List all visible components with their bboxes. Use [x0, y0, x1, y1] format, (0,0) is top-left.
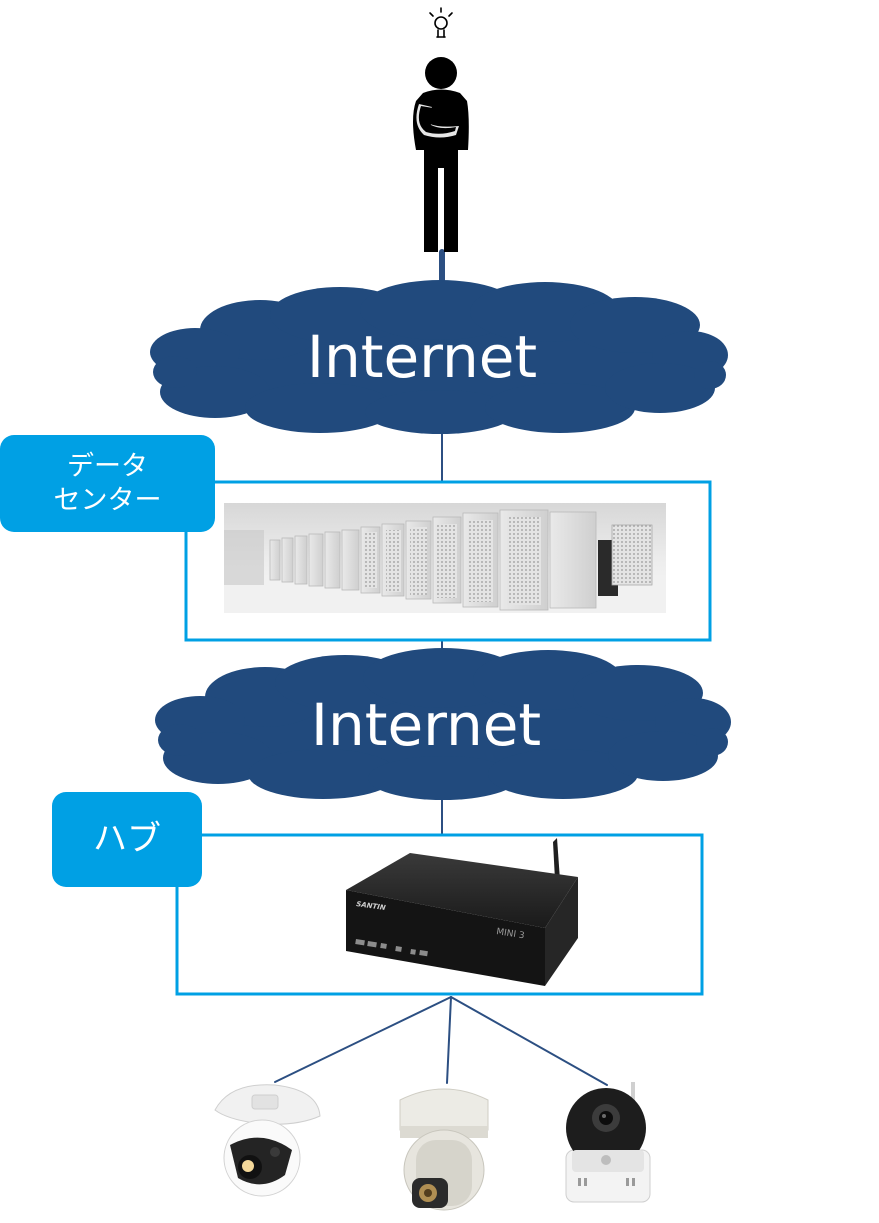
datacenter-label: データ センター: [0, 435, 215, 532]
internet-cloud-top: Internet: [150, 280, 728, 434]
ptz-camera: [399, 1088, 489, 1211]
lightbulb-icon: [429, 7, 453, 38]
hub-frame: [175, 833, 704, 996]
thinking-person-icon: [413, 57, 469, 252]
link-hub-camera-2: [446, 996, 452, 1084]
datacenter-label-line1: データ: [67, 450, 148, 482]
hub-router-device: SANTIN MINI 3: [346, 838, 578, 986]
internet-cloud-bottom: Internet: [155, 648, 731, 800]
pan-tilt-home-camera: [565, 1082, 651, 1203]
datacenter-frame: [184, 480, 712, 642]
internet-label-top: Internet: [307, 323, 537, 391]
link-hub-camera-1: [274, 996, 452, 1083]
internet-label-bottom: Internet: [311, 691, 541, 759]
hub-label-text: ハブ: [93, 819, 161, 860]
link-hub-camera-3: [450, 996, 608, 1086]
server-racks-photo: [224, 503, 666, 613]
hub-model-text: MINI 3: [496, 927, 526, 941]
datacenter-label-line2: センター: [53, 484, 162, 516]
hub-label: ハブ: [52, 792, 202, 887]
dome-camera: [214, 1084, 321, 1197]
